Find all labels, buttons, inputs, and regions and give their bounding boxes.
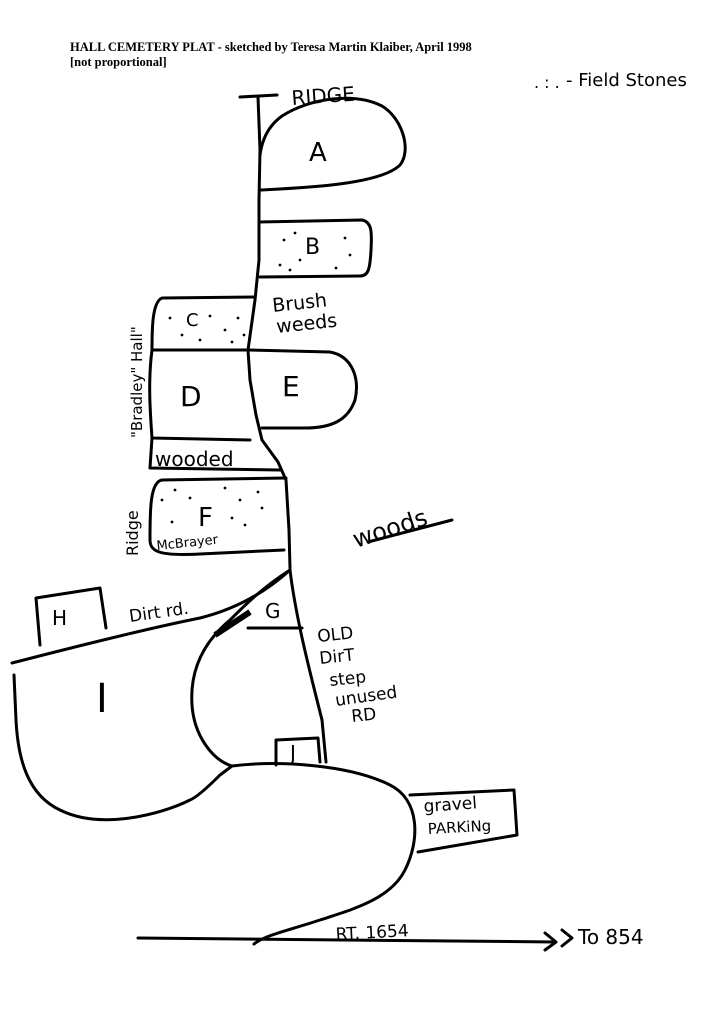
stone-dot (223, 328, 227, 332)
section-a-label: A (309, 138, 327, 168)
stone-dot (188, 496, 192, 500)
wooded-label: wooded (155, 447, 234, 471)
section-i-outline (12, 568, 292, 822)
stone-dot (256, 490, 260, 494)
section-b-label: B (305, 235, 320, 260)
stone-dot (293, 231, 297, 235)
stone-dot (223, 486, 227, 490)
stone-dot (282, 238, 286, 242)
section-e-label: E (282, 370, 300, 403)
legend-label: - Field Stones (566, 70, 687, 91)
stone-dot (334, 266, 338, 270)
ridge-line (238, 93, 292, 570)
woods-underline (366, 518, 454, 544)
stone-dot (168, 316, 172, 320)
stone-dot (180, 333, 184, 337)
stone-dot (236, 316, 240, 320)
section-d-label: D (180, 380, 202, 413)
gravel-label: gravel (423, 793, 478, 817)
stone-dot (242, 333, 246, 337)
section-i-label: I (96, 676, 108, 722)
mcbrayer-label: McBrayer (156, 533, 220, 554)
stone-dot (208, 314, 212, 318)
section-e-outline (246, 348, 358, 430)
plat-title: HALL CEMETERY PLAT - sketched by Teresa … (70, 40, 472, 54)
section-c-label: C (186, 310, 199, 331)
stone-dot (343, 236, 347, 240)
section-g-label: G (265, 599, 281, 623)
parking-label: PARKiNg (427, 817, 491, 838)
stone-dot (288, 268, 292, 272)
old-road-label-2: DirT (318, 645, 356, 669)
section-h-label: H (52, 606, 67, 630)
section-a-outline (258, 96, 407, 192)
stone-dot (238, 498, 242, 502)
section-f-label: F (198, 503, 213, 533)
old-road-label-3: step (328, 667, 367, 691)
ridge-left-label: Ridge (123, 510, 142, 556)
section-f-outline (148, 476, 288, 556)
to-854-label: To 854 (577, 925, 644, 949)
stone-dot (170, 520, 174, 524)
plat-header: HALL CEMETERY PLAT - sketched by Teresa … (70, 40, 472, 70)
route-line (136, 931, 558, 952)
stone-dot (243, 523, 247, 527)
section-j-outline (274, 736, 322, 767)
arrow-to-854 (560, 928, 574, 948)
old-road-label-5: RD (350, 704, 377, 726)
stone-dot (230, 516, 234, 520)
old-dirt-road (288, 568, 328, 764)
gravel-parking-outline (408, 788, 519, 854)
ridge-top-label: RIDGE (291, 82, 356, 110)
wooded-boundary (148, 436, 282, 472)
stone-dot (298, 258, 302, 262)
old-road-label-1: OLD (316, 623, 354, 647)
stone-dot (160, 498, 164, 502)
stone-dot (348, 253, 352, 257)
bradley-hall-label: "Bradley" Hall" (128, 326, 146, 438)
stone-dot (198, 338, 202, 342)
stone-dot (260, 506, 264, 510)
section-j-label: J (288, 741, 296, 765)
section-c-outline (150, 295, 257, 352)
stone-dot (230, 340, 234, 344)
legend-symbol: . : . (534, 73, 560, 92)
dirt-road-thick (213, 609, 252, 638)
route-label: RT. 1654 (335, 921, 409, 945)
plat-subtitle: [not proportional] (70, 55, 167, 69)
section-b-outline (257, 218, 373, 279)
woods-label: woods (349, 503, 431, 553)
stone-dot (173, 488, 177, 492)
stone-dot (278, 263, 282, 267)
field-stones (160, 231, 352, 527)
section-h-outline (34, 586, 108, 647)
access-road-outline (230, 762, 417, 946)
